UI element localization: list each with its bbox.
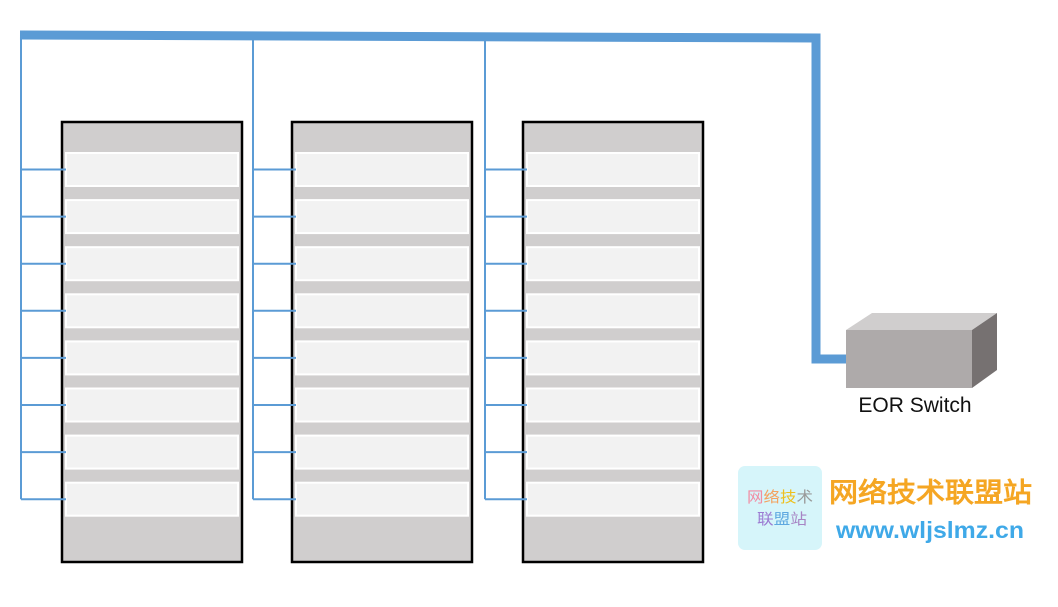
logo-char: 网 <box>747 488 764 506</box>
site-name: 网络技术联盟站 <box>829 477 1032 509</box>
server-slot <box>526 293 700 329</box>
server-slot <box>65 387 239 423</box>
server-slot <box>65 434 239 470</box>
uplink-lines <box>19 30 848 500</box>
server-racks <box>60 120 705 564</box>
server-slot <box>526 199 700 235</box>
switch-label: EOR Switch <box>858 394 971 417</box>
rack-1 <box>60 120 244 564</box>
server-slot <box>526 481 700 517</box>
server-slot <box>526 434 700 470</box>
logo-badge <box>738 466 822 550</box>
server-slot <box>295 246 469 282</box>
server-slot <box>295 481 469 517</box>
server-slot <box>295 199 469 235</box>
logo-text-line-1: 网络技术 <box>747 488 813 506</box>
server-slot <box>295 387 469 423</box>
watermark-logo: 网络技术 联盟站 网络技术联盟站 www.wljslmz.cn <box>738 466 1032 550</box>
logo-char: 术 <box>797 488 814 506</box>
server-slot <box>526 246 700 282</box>
logo-char: 盟 <box>774 510 791 528</box>
server-slot <box>65 293 239 329</box>
server-slot <box>65 481 239 517</box>
server-slot <box>65 199 239 235</box>
switch-front-face <box>846 330 972 388</box>
server-slot <box>65 152 239 187</box>
rack-2 <box>290 120 474 564</box>
rack-3 <box>521 120 705 564</box>
site-url: www.wljslmz.cn <box>835 517 1024 543</box>
logo-char: 络 <box>764 488 781 506</box>
server-slot <box>65 246 239 282</box>
server-slot <box>295 340 469 376</box>
server-slot <box>295 152 469 187</box>
logo-text-line-2: 联盟站 <box>757 510 807 528</box>
switch-side-face <box>972 313 997 388</box>
server-slot <box>295 434 469 470</box>
logo-char: 技 <box>780 488 797 506</box>
server-slot <box>65 340 239 376</box>
logo-char: 联 <box>757 510 774 528</box>
switch-top-face <box>846 313 997 330</box>
eor-switch: EOR Switch <box>846 313 997 417</box>
trunk-uplink <box>19 30 848 364</box>
server-slot <box>526 340 700 376</box>
server-slot <box>526 152 700 187</box>
logo-char: 站 <box>790 510 807 528</box>
server-slot <box>526 387 700 423</box>
server-connectors <box>21 168 527 501</box>
server-slot <box>295 293 469 329</box>
